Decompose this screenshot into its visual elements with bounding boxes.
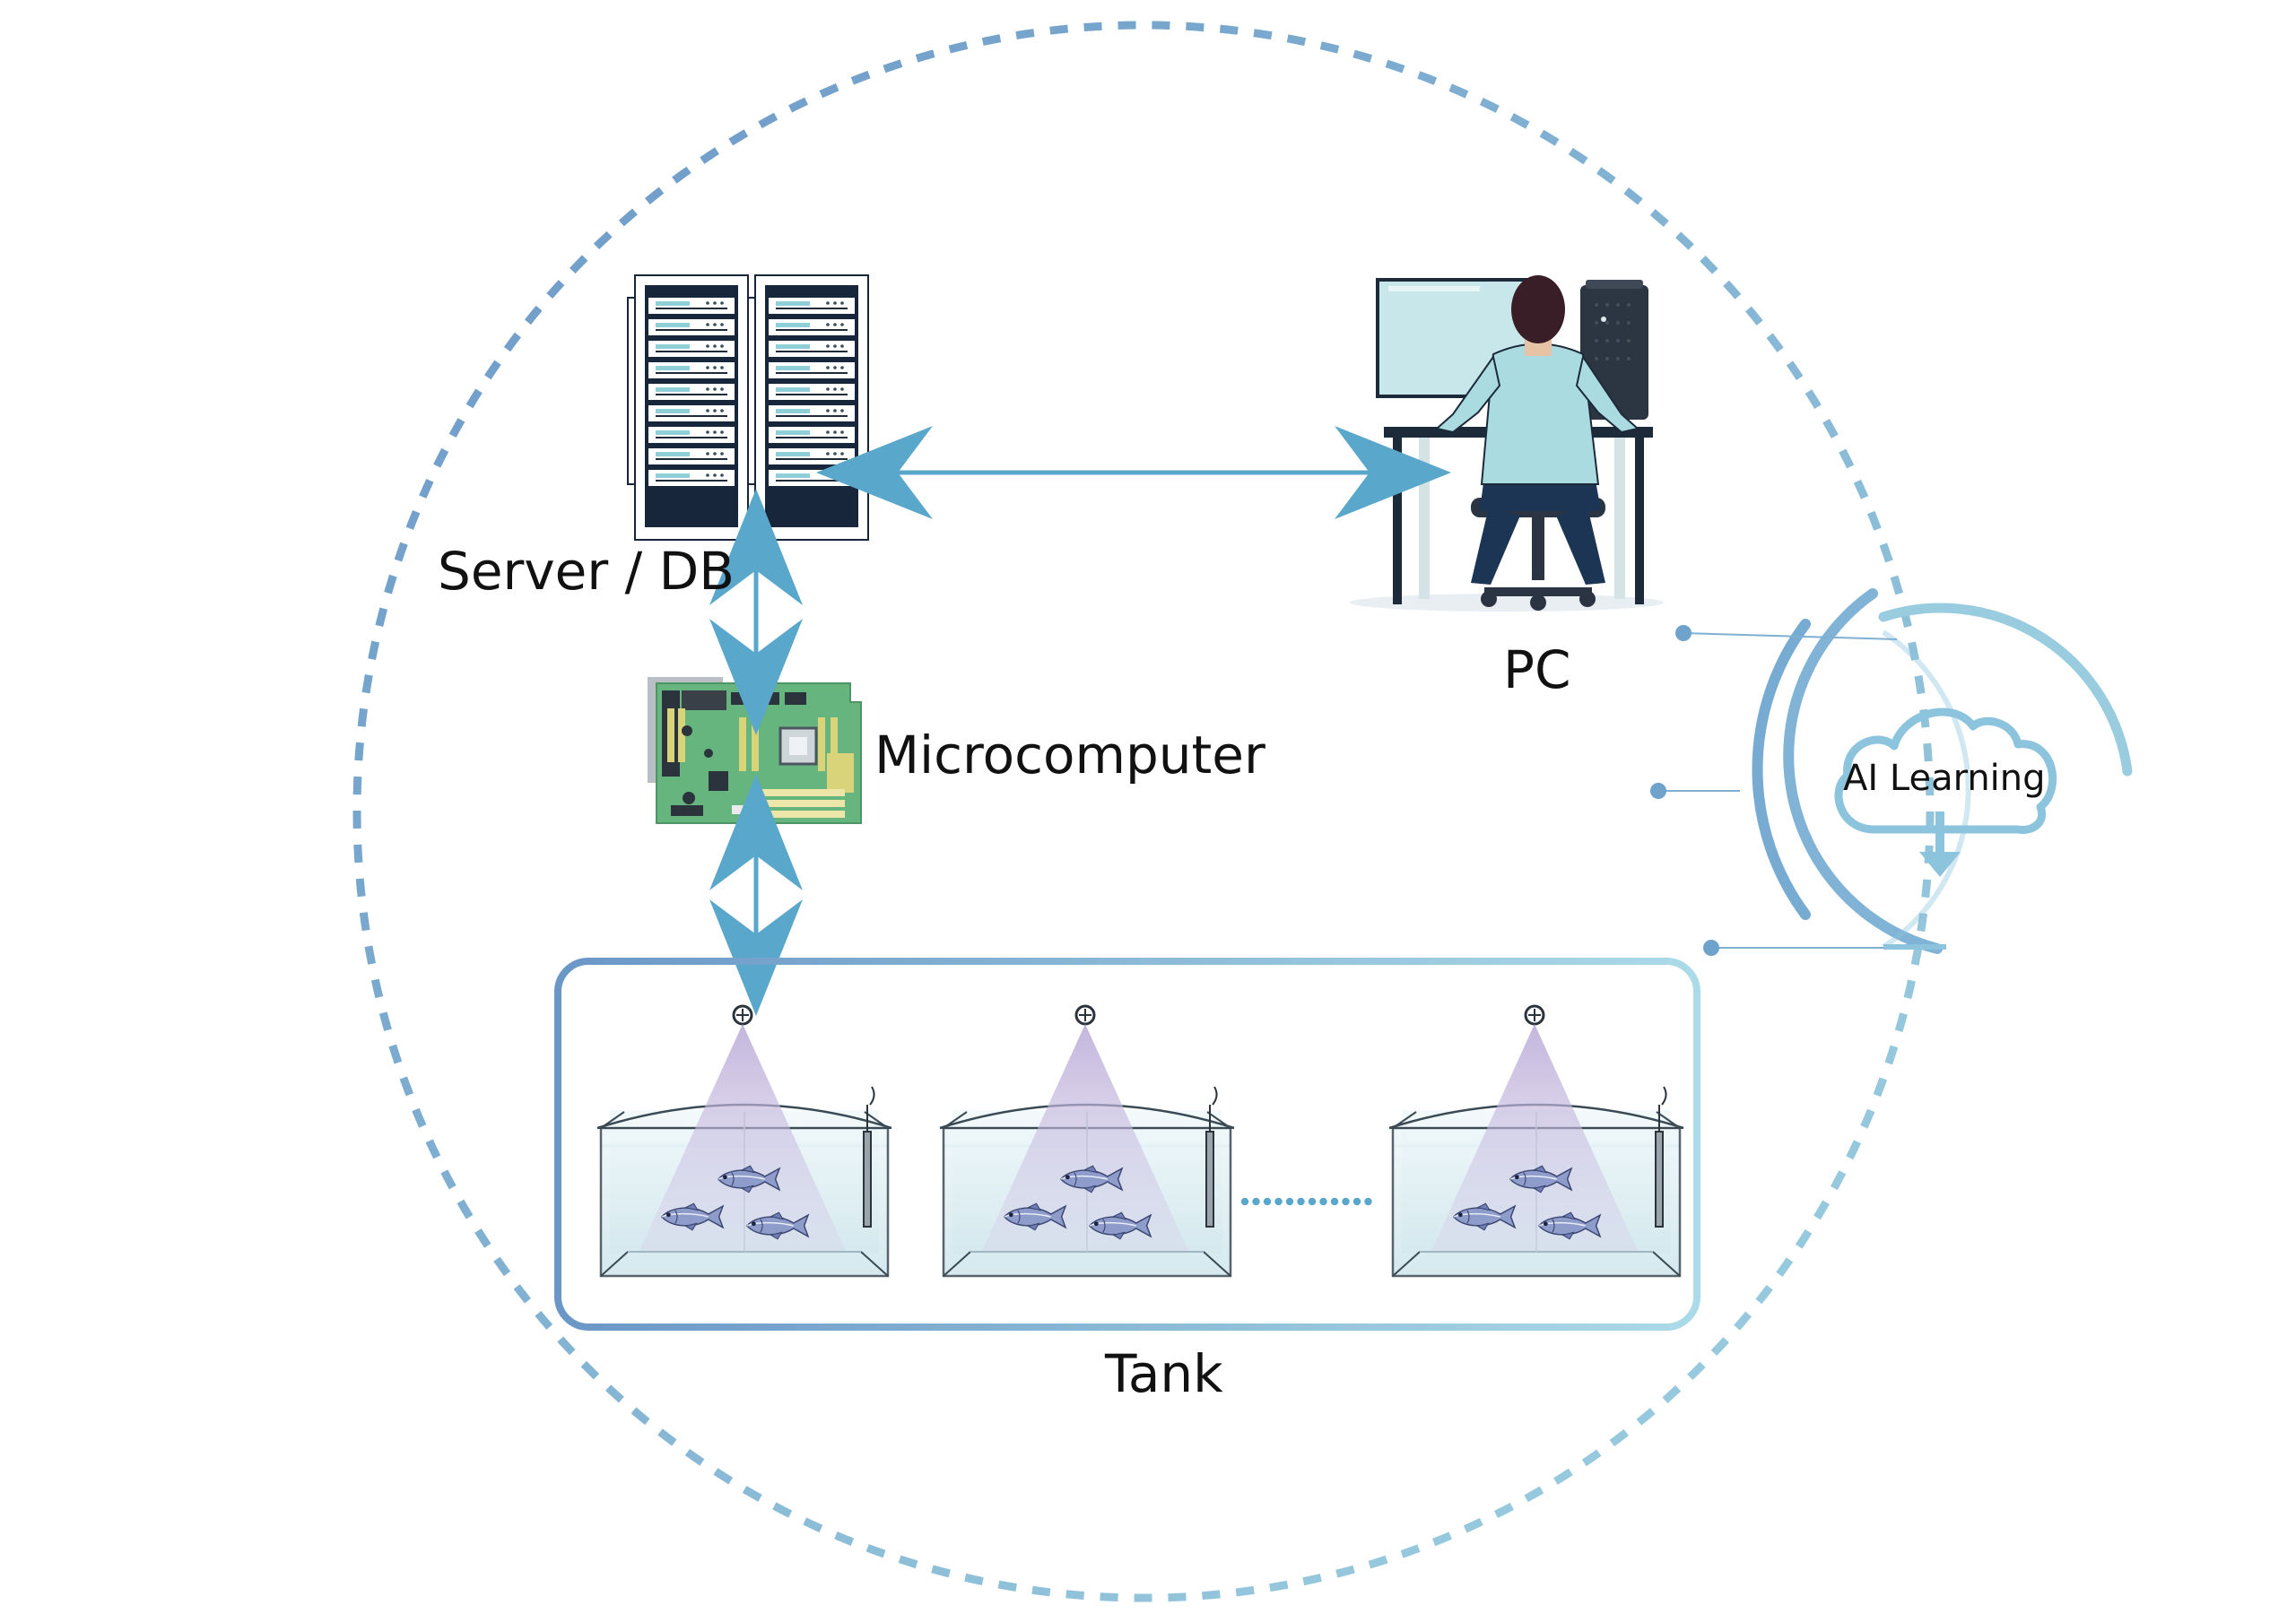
server-pc-link xyxy=(816,426,1451,519)
sensor-probe-icon xyxy=(1655,1086,1667,1228)
sensor-probe-icon xyxy=(1205,1086,1218,1228)
system-boundary-ring xyxy=(352,21,1935,1602)
fish-tank xyxy=(596,1004,893,1278)
sensor-probe-icon xyxy=(863,1086,875,1228)
circuit-board-icon xyxy=(648,677,862,824)
tank-continuation-dots xyxy=(1240,1197,1372,1206)
microcomputer-label: Microcomputer xyxy=(874,725,1265,785)
fish-tank xyxy=(938,1004,1236,1278)
camera-icon xyxy=(732,1004,753,1026)
server-rack-icon xyxy=(627,274,869,541)
pc-label: PC xyxy=(1503,639,1571,700)
ai-learning-label: AI Learning xyxy=(1843,758,2046,799)
tank-group-frame xyxy=(554,958,1700,1331)
camera-light-cone xyxy=(639,1024,846,1251)
fish-tank xyxy=(1387,1004,1685,1278)
microcomputer-tank-link xyxy=(709,774,803,1016)
camera-icon xyxy=(1074,1004,1096,1026)
camera-light-cone xyxy=(982,1024,1188,1251)
camera-icon xyxy=(1524,1004,1545,1026)
camera-light-cone xyxy=(1431,1024,1638,1251)
ai-learning-group xyxy=(1650,588,2133,956)
tank-label: Tank xyxy=(1105,1343,1223,1404)
cloud-download-icon xyxy=(1834,707,2057,877)
person-at-computer-icon xyxy=(1350,275,1664,612)
server-db-label: Server / DB xyxy=(438,541,735,602)
server-microcomputer-link xyxy=(709,489,803,735)
